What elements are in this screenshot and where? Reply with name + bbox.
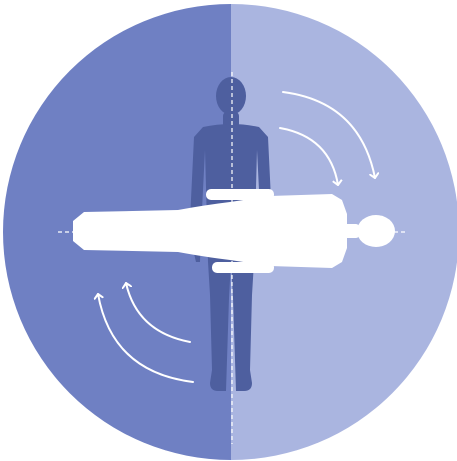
rotation-diagram xyxy=(0,0,457,461)
rotation-diagram-svg xyxy=(0,0,457,461)
